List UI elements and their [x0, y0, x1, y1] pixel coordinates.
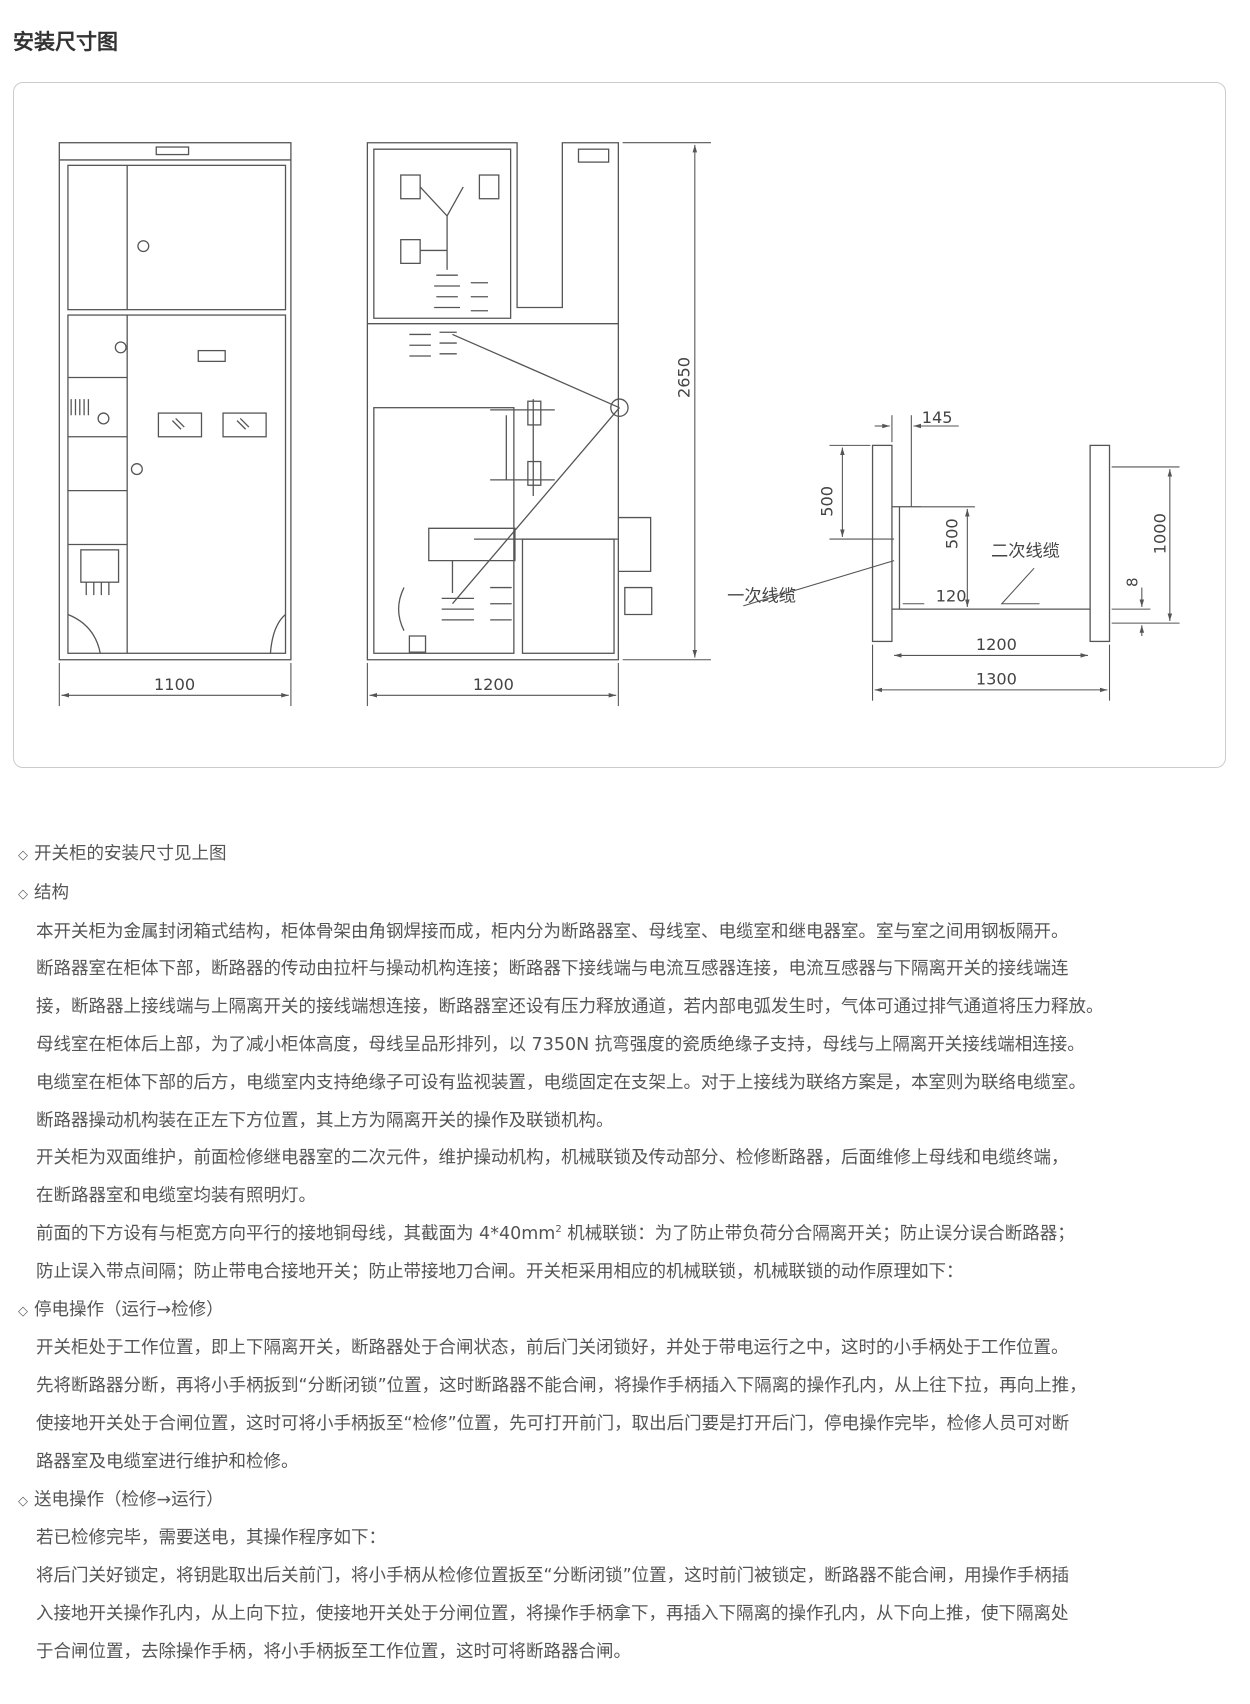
- paragraph-line: 于合闸位置，去除操作手柄，将小手柄扳至工作位置，这时可将断路器合闸。: [36, 1641, 631, 1662]
- paragraph-line: 开关柜为双面维护，前面检修继电器室的二次元件，维护操动机构，机械联锁及传动部分、…: [36, 1148, 1069, 1169]
- paragraph-line: 本开关柜为金属封闭箱式结构，柜体骨架由角钢焊接而成，柜内分为断路器室、母线室、电…: [36, 921, 1069, 942]
- paragraph-line: 接，断路器上接线端与上隔离开关的接线端想连接，断路器室还设有压力释放通道，若内部…: [36, 997, 1104, 1018]
- diamond-bullet-icon: ◇: [18, 1493, 28, 1509]
- paragraph-line: 母线室在柜体后上部，为了减小柜体高度，母线呈品形排列，以 7350N 抗弯强度的…: [36, 1034, 1085, 1055]
- dim-1200: 1200: [976, 635, 1017, 654]
- paragraph-line: 若已检修完毕，需要送电，其操作程序如下：: [36, 1528, 386, 1549]
- dim-500-b: 500: [943, 518, 962, 549]
- dim-120: 120: [936, 587, 967, 606]
- description-content: ◇开关柜的安装尺寸见上图 ◇结构 本开关柜为金属封闭箱式结构，柜体骨架由角钢焊接…: [18, 836, 1238, 1672]
- paragraph-line: 电缆室在柜体下部的后方，电缆室内支持绝缘子可设有监视装置，电缆固定在支架上。对于…: [36, 1072, 1086, 1093]
- dim-145: 145: [922, 408, 953, 427]
- paragraph-line: 断路器操动机构装在正左下方位置，其上方为隔离开关的操作及联锁机构。: [36, 1110, 614, 1131]
- bullet-install-size: ◇开关柜的安装尺寸见上图: [18, 836, 1238, 875]
- label-secondary-cable: 二次线缆: [991, 541, 1060, 561]
- installation-diagram: 1100: [58, 142, 1180, 707]
- bullet-power-off: ◇停电操作（运行→检修）: [18, 1292, 1238, 1331]
- diamond-bullet-icon: ◇: [18, 1303, 28, 1319]
- front-view-cabinet: [58, 142, 292, 661]
- dim-height: 2650: [674, 357, 693, 398]
- diamond-bullet-icon: ◇: [18, 886, 28, 902]
- side-view-cabinet: [366, 142, 653, 661]
- paragraph-line: 前面的下方设有与柜宽方向平行的接地铜母线，其截面为 4*40mm2 机械联锁：为…: [36, 1223, 1075, 1244]
- page-title: 安装尺寸图: [13, 30, 118, 54]
- dim-1000: 1000: [1151, 513, 1170, 554]
- installation-diagram-frame: 1100: [13, 82, 1226, 768]
- dim-side-width: 1200: [473, 675, 514, 694]
- paragraph-line: 将后门关好锁定，将钥匙取出后关前门，将小手柄从检修位置扳至“分断闭锁”位置，这时…: [36, 1566, 1070, 1587]
- paragraph-line: 开关柜处于工作位置，即上下隔离开关，断路器处于合闸状态，前后门关闭锁好，并处于带…: [36, 1338, 1069, 1359]
- foundation-plan: [871, 444, 1111, 643]
- paragraph-line: 防止误入带点间隔；防止带电合接地开关；防止带接地刀合闸。开关柜采用相应的机械联锁…: [36, 1261, 964, 1282]
- dim-front-width: 1100: [154, 675, 195, 694]
- paragraph-line: 使接地开关处于合闸位置，这时可将小手柄扳至“检修”位置，先可打开前门，取出后门要…: [36, 1413, 1070, 1434]
- dim-500-a: 500: [818, 486, 837, 517]
- diamond-bullet-icon: ◇: [18, 848, 28, 863]
- paragraph-line: 入接地开关操作孔内，从上向下拉，使接地开关处于分闸位置，将操作手柄拿下，再插入下…: [36, 1603, 1069, 1624]
- label-primary-cable: 一次线缆: [727, 587, 796, 607]
- paragraph-line: 断路器室在柜体下部，断路器的传动由拉杆与操动机构连接；断路器下接线端与电流互感器…: [36, 959, 1069, 980]
- paragraph-line: 先将断路器分断，再将小手柄扳到“分断闭锁”位置，这时断路器不能合闸，将操作手柄插…: [36, 1376, 1087, 1397]
- paragraph-line: 在断路器室和电缆室均装有照明灯。: [36, 1186, 316, 1207]
- dim-8: 8: [1124, 577, 1142, 587]
- dim-1300: 1300: [976, 670, 1017, 689]
- bullet-power-on: ◇送电操作（检修→运行）: [18, 1482, 1238, 1521]
- paragraph-line: 路器室及电缆室进行维护和检修。: [36, 1451, 299, 1472]
- bullet-structure: ◇结构: [18, 875, 1238, 914]
